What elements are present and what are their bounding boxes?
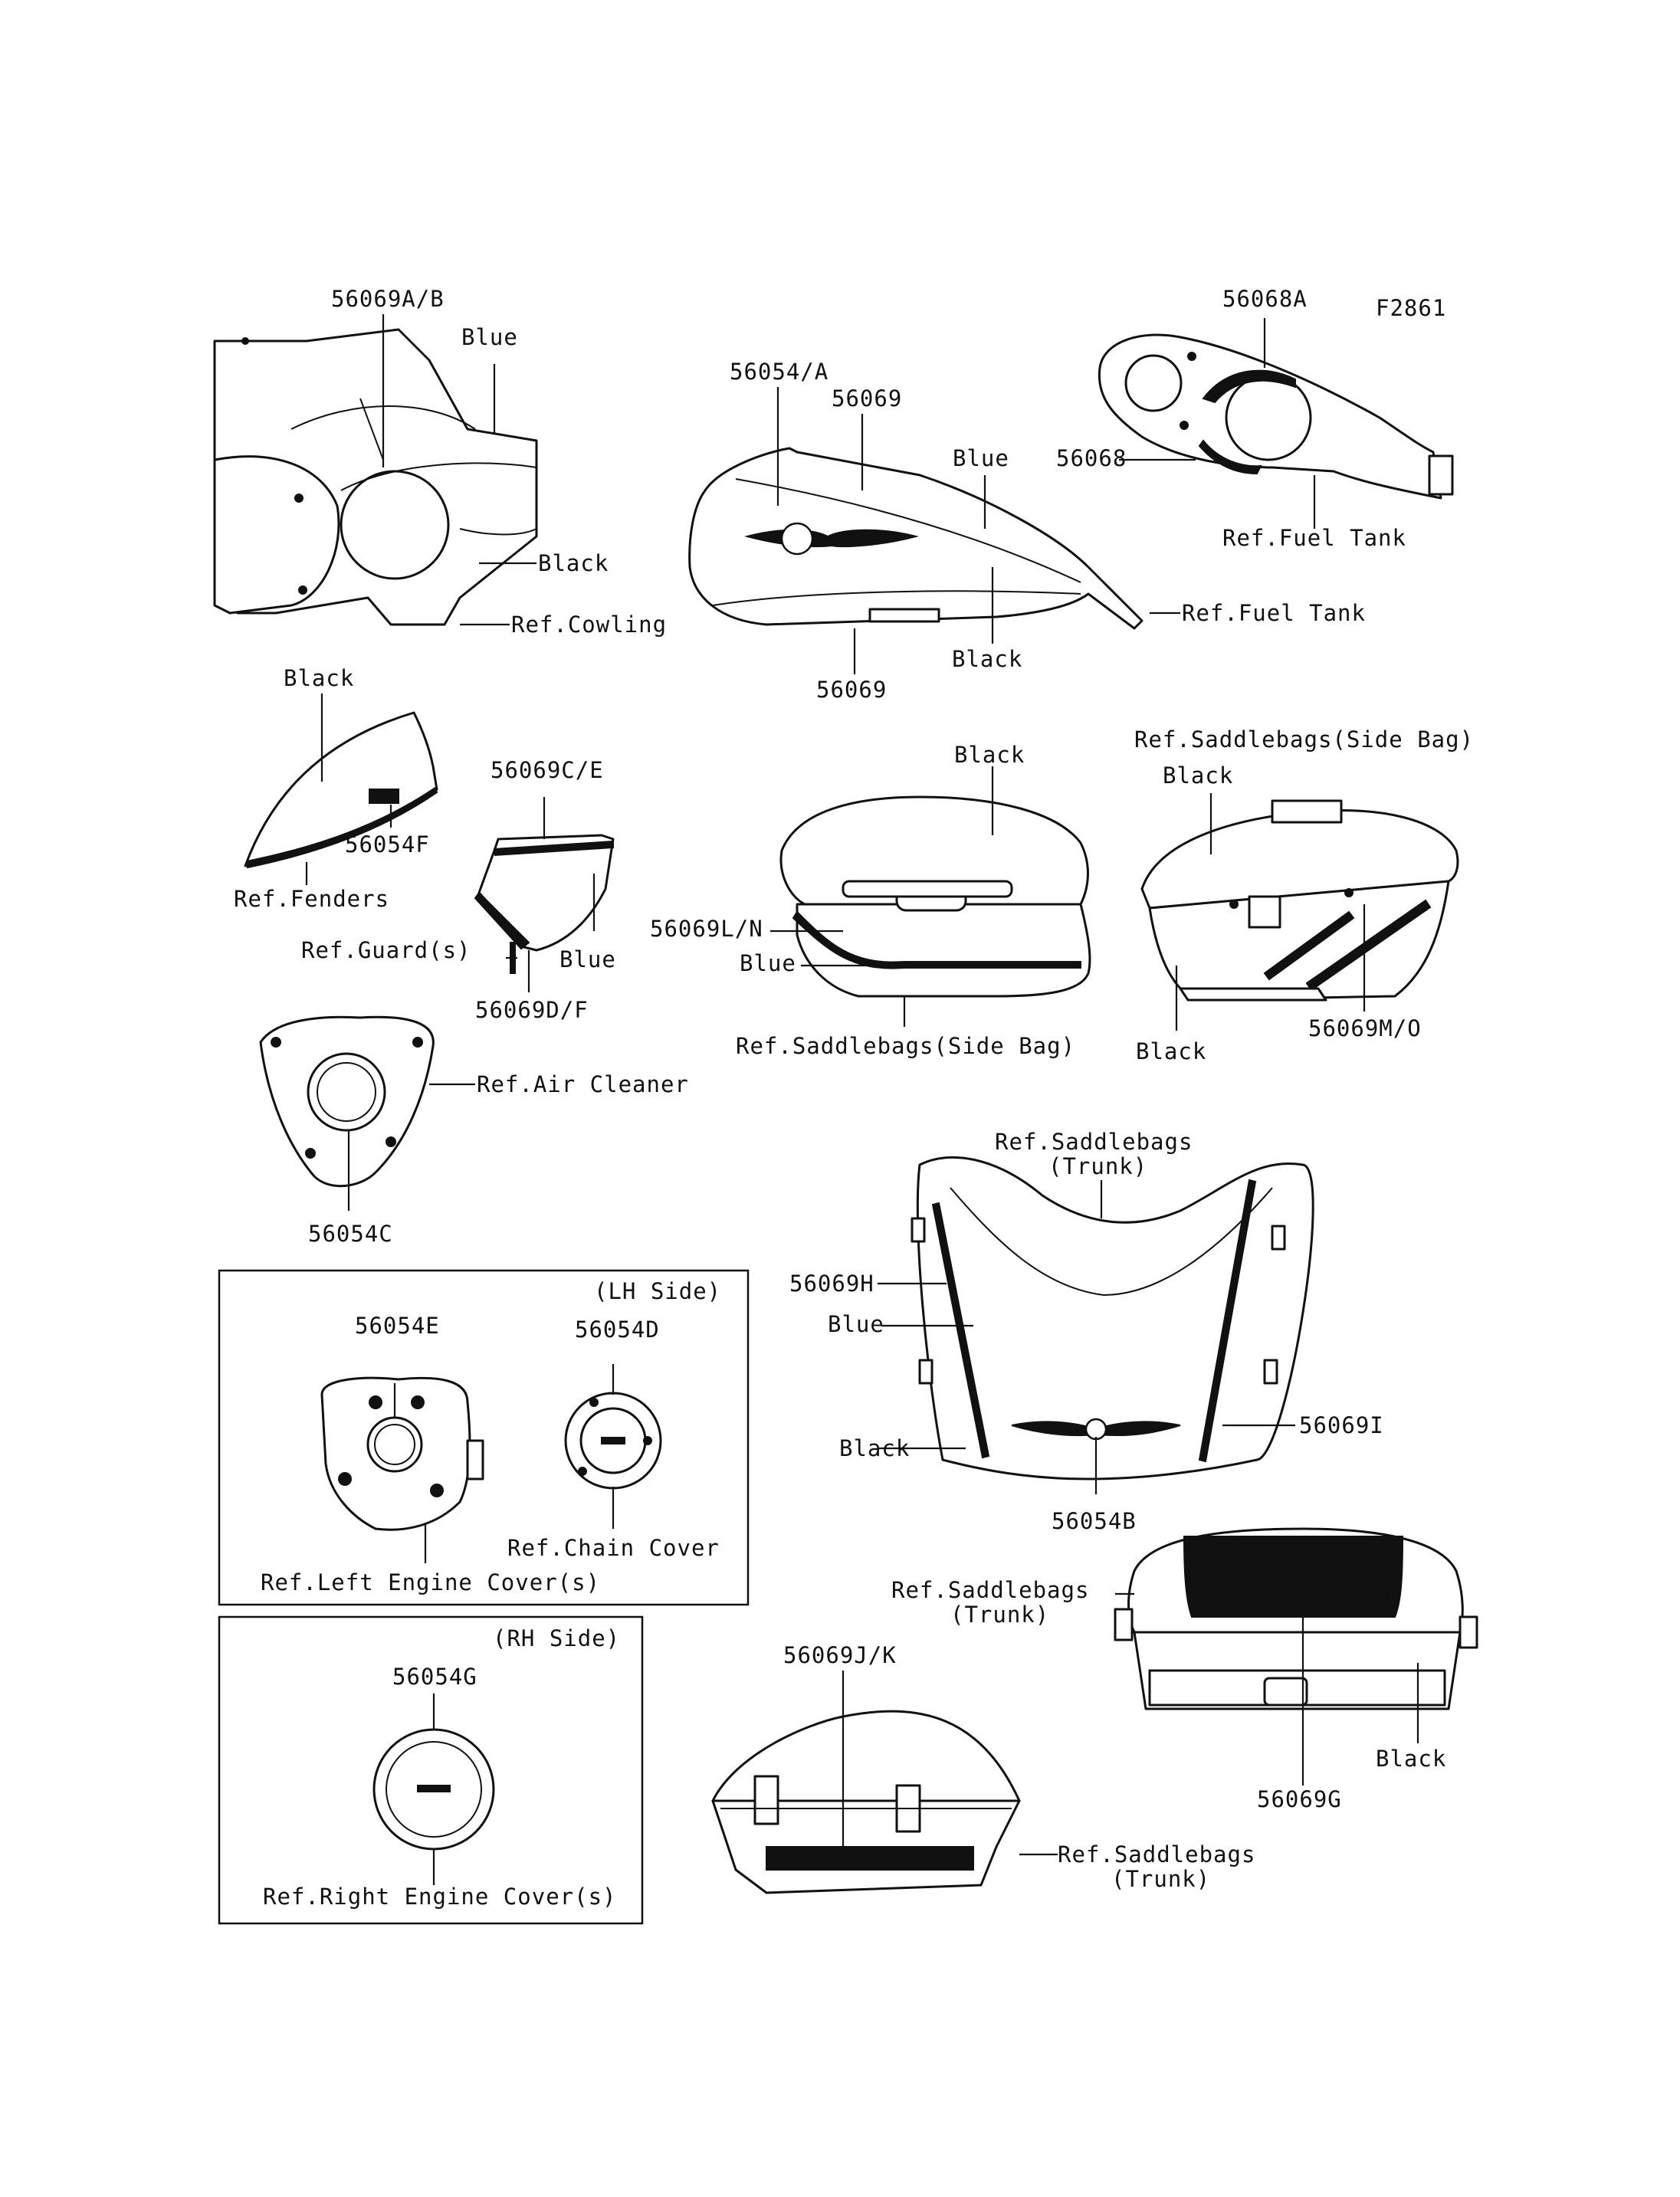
right-engine-cover-drawing — [372, 1728, 495, 1851]
label-blue-sidebag: Blue — [740, 950, 796, 976]
label-56069g: 56069G — [1257, 1786, 1342, 1812]
label-56054e: 56054E — [355, 1313, 440, 1339]
tank-cover-drawing — [1098, 333, 1454, 500]
label-ref-cowling: Ref.Cowling — [511, 612, 667, 638]
callout-labels: F2861 56069A/B Blue Black Ref.Cowling 56… — [234, 286, 1474, 1910]
trunk-front-drawing — [911, 1156, 1314, 1481]
label-black-sidebag-rh-low: Black — [1136, 1038, 1206, 1064]
label-ref-chain-cover: Ref.Chain Cover — [507, 1535, 720, 1561]
label-56054g: 56054G — [392, 1664, 477, 1690]
label-black-sidebag-rh: Black — [1163, 762, 1233, 789]
label-56069-top: 56069 — [832, 385, 902, 412]
air-cleaner-drawing — [259, 1015, 435, 1188]
label-56054f: 56054F — [345, 831, 430, 857]
label-blue-cowl: Blue — [461, 324, 518, 350]
fender-drawing — [244, 711, 438, 869]
label-lh-side: (LH Side) — [594, 1278, 721, 1304]
label-56069ln: 56069L/N — [650, 916, 763, 942]
label-56069ab: 56069A/B — [331, 286, 445, 312]
label-black-sidebag: Black — [954, 742, 1025, 768]
label-ref-air-cleaner: Ref.Air Cleaner — [477, 1071, 689, 1097]
label-blue-trunk: Blue — [828, 1311, 884, 1337]
label-ref-saddlebags-trunk-2a: Ref.Saddlebags — [891, 1577, 1089, 1603]
label-56054b: 56054B — [1052, 1508, 1137, 1534]
rh-side-box — [218, 1615, 644, 1925]
fairing-drawing — [213, 328, 538, 626]
label-56069-bottom: 56069 — [816, 677, 887, 703]
label-black-tank: Black — [952, 646, 1022, 672]
lh-side-box — [218, 1269, 750, 1606]
label-56054d: 56054D — [575, 1317, 660, 1343]
trunk-side-drawing — [711, 1710, 1021, 1894]
label-56069h: 56069H — [789, 1271, 874, 1297]
label-56069df: 56069D/F — [475, 997, 589, 1023]
label-blue-guard: Blue — [559, 946, 616, 972]
label-ref-saddlebags-trunk-1b: (Trunk) — [1048, 1153, 1147, 1179]
trunk-rear-drawing — [1114, 1527, 1478, 1710]
leader-lines — [305, 314, 1419, 1885]
label-ref-fenders: Ref.Fenders — [234, 886, 389, 912]
label-ref-saddlebags-side-2: Ref.Saddlebags(Side Bag) — [1134, 726, 1474, 753]
label-56054a: 56054/A — [730, 359, 829, 385]
chain-cover-drawing — [564, 1392, 662, 1490]
label-56068a: 56068A — [1222, 286, 1308, 312]
label-ref-saddlebags-trunk-3b: (Trunk) — [1111, 1866, 1210, 1892]
label-rh-side: (RH Side) — [493, 1625, 620, 1651]
label-ref-fuel-tank-2: Ref.Fuel Tank — [1222, 525, 1406, 551]
label-56069i: 56069I — [1299, 1412, 1384, 1438]
label-black-trunk-rear: Black — [1376, 1746, 1446, 1772]
saddlebag-lh-drawing — [779, 795, 1091, 998]
label-ref-saddlebags-trunk-2b: (Trunk) — [950, 1602, 1049, 1628]
label-ref-saddlebags-side-1: Ref.Saddlebags(Side Bag) — [736, 1033, 1075, 1059]
figure-code: F2861 — [1376, 295, 1446, 321]
label-ref-fuel-tank-1: Ref.Fuel Tank — [1182, 600, 1366, 626]
label-ref-guards: Ref.Guard(s) — [301, 937, 471, 963]
label-56069mo: 56069M/O — [1308, 1015, 1422, 1041]
saddlebag-rh-drawing — [1140, 799, 1459, 1002]
label-black-fender: Black — [284, 665, 354, 691]
label-ref-saddlebags-trunk-1a: Ref.Saddlebags — [995, 1129, 1193, 1155]
label-56069ce: 56069C/E — [491, 757, 604, 783]
left-engine-cover-drawing — [320, 1376, 484, 1531]
label-56068: 56068 — [1056, 445, 1127, 471]
label-56069jk: 56069J/K — [783, 1642, 897, 1668]
label-blue-tank: Blue — [953, 445, 1009, 471]
fuel-tank-drawing — [688, 447, 1144, 630]
label-ref-saddlebags-trunk-3a: Ref.Saddlebags — [1058, 1841, 1255, 1867]
label-ref-right-engine-cover: Ref.Right Engine Cover(s) — [263, 1884, 617, 1910]
label-black-trunk: Black — [839, 1435, 910, 1461]
guard-drawing — [474, 834, 615, 974]
label-black-cowl: Black — [538, 550, 609, 576]
label-56054c: 56054C — [308, 1221, 393, 1247]
label-ref-left-engine-cover: Ref.Left Engine Cover(s) — [261, 1569, 600, 1595]
